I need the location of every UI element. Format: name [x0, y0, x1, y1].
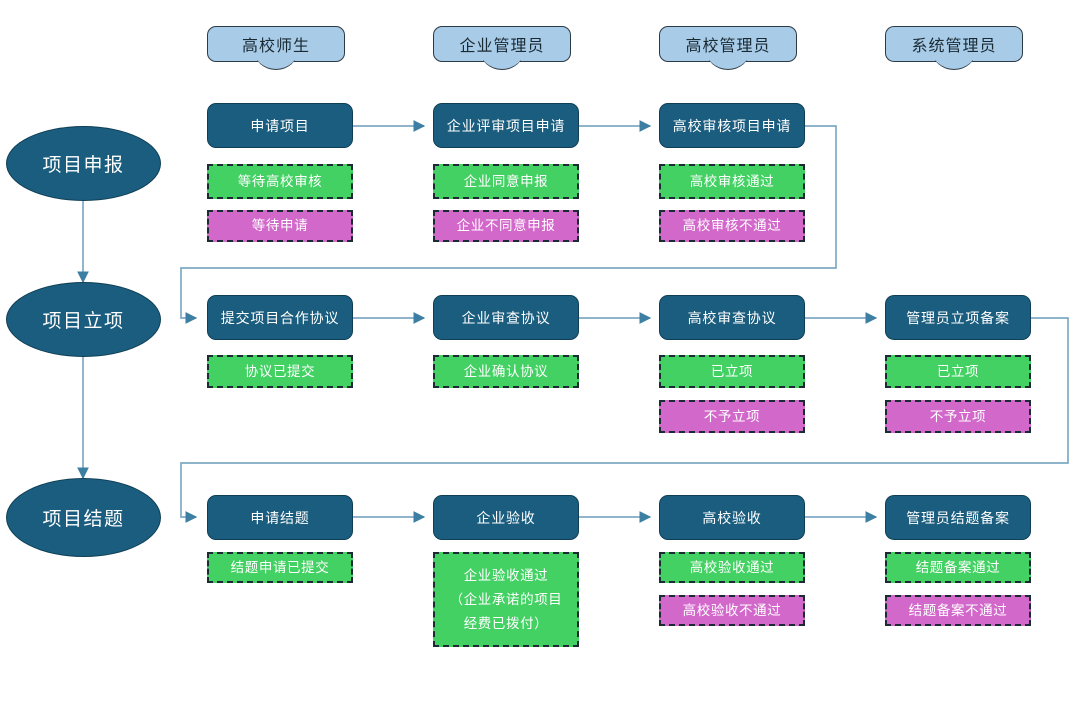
status-chip-label: 企业不同意申报 — [456, 218, 556, 234]
status-chip-conclusion-record-fail: 结题备案不通过 — [885, 595, 1031, 626]
process-box-label: 高校审核项目申请 — [672, 118, 792, 135]
status-chip-label-line3: 经费已拨付） — [463, 615, 549, 632]
status-chip-label: 已立项 — [710, 363, 754, 380]
role-badge-university-admin: 高校管理员 — [659, 26, 797, 62]
status-chip-label-line1: 企业验收通过 — [463, 567, 549, 584]
status-chip-not-initiated-admin: 不予立项 — [885, 400, 1031, 433]
process-box-label: 企业验收 — [476, 510, 536, 527]
process-box-enterprise-review-application[interactable]: 企业评审项目申请 — [433, 103, 579, 148]
status-chip-label: 结题备案不通过 — [908, 602, 1008, 619]
process-box-university-audit-application[interactable]: 高校审核项目申请 — [659, 103, 805, 148]
process-box-label: 申请项目 — [250, 118, 310, 135]
status-chip-label: 企业确认协议 — [463, 363, 549, 380]
status-chip-enterprise-acceptance-passed: 企业验收通过 （企业承诺的项目 经费已拨付） — [433, 552, 579, 647]
process-box-label: 管理员立项备案 — [906, 310, 1010, 327]
speech-tail-icon — [256, 60, 296, 72]
status-chip-initiated-admin: 已立项 — [885, 355, 1031, 388]
status-chip-university-acceptance-pass: 高校验收通过 — [659, 552, 805, 583]
process-box-enterprise-acceptance[interactable]: 企业验收 — [433, 495, 579, 540]
process-box-apply-project[interactable]: 申请项目 — [207, 103, 353, 148]
process-box-university-acceptance[interactable]: 高校验收 — [659, 495, 805, 540]
status-chip-conclusion-record-pass: 结题备案通过 — [885, 552, 1031, 583]
stage-ellipse-project-application: 项目申报 — [6, 126, 161, 201]
status-chip-label: 高校审核不通过 — [682, 218, 782, 234]
process-box-admin-initiation-record[interactable]: 管理员立项备案 — [885, 295, 1031, 340]
process-box-label: 高校验收 — [702, 510, 762, 527]
status-chip-agreement-submitted: 协议已提交 — [207, 355, 353, 388]
role-badge-label: 系统管理员 — [911, 36, 997, 55]
process-box-submit-cooperation-agreement[interactable]: 提交项目合作协议 — [207, 295, 353, 340]
status-chip-label: 企业同意申报 — [463, 173, 549, 190]
process-box-enterprise-review-agreement[interactable]: 企业审查协议 — [433, 295, 579, 340]
status-chip-university-acceptance-fail: 高校验收不通过 — [659, 595, 805, 626]
role-badge-label: 高校师生 — [241, 36, 310, 55]
process-box-label: 企业评审项目申请 — [446, 118, 566, 135]
process-box-label: 申请结题 — [250, 510, 310, 527]
stage-label: 项目申报 — [42, 154, 125, 176]
role-badge-high-school-staff: 高校师生 — [207, 26, 345, 62]
status-chip-label: 结题备案通过 — [915, 559, 1001, 576]
speech-tail-icon — [482, 60, 522, 72]
status-chip-initiated-university: 已立项 — [659, 355, 805, 388]
status-chip-label-line2: （企业承诺的项目 — [449, 591, 563, 608]
process-box-label: 企业审查协议 — [461, 310, 551, 327]
status-chip-label: 不予立项 — [703, 408, 761, 425]
role-badge-label: 企业管理员 — [459, 36, 545, 55]
role-badge-label: 高校管理员 — [685, 36, 771, 55]
status-chip-await-application: 等待申请 — [207, 210, 353, 242]
status-chip-label: 协议已提交 — [244, 363, 316, 380]
status-chip-enterprise-agree: 企业同意申报 — [433, 164, 579, 199]
stage-label: 项目结题 — [42, 508, 125, 530]
status-chip-label: 结题申请已提交 — [230, 559, 330, 576]
status-chip-label: 等待高校审核 — [237, 173, 323, 190]
status-chip-not-initiated-university: 不予立项 — [659, 400, 805, 433]
stage-ellipse-project-initiation: 项目立项 — [6, 282, 161, 357]
role-badge-enterprise-admin: 企业管理员 — [433, 26, 571, 62]
status-chip-label: 高校验收不通过 — [682, 602, 782, 619]
status-chip-await-university-audit: 等待高校审核 — [207, 164, 353, 199]
role-badge-system-admin: 系统管理员 — [885, 26, 1023, 62]
status-chip-university-audit-fail: 高校审核不通过 — [659, 210, 805, 242]
process-box-label: 提交项目合作协议 — [220, 310, 340, 327]
status-chip-university-audit-pass: 高校审核通过 — [659, 164, 805, 199]
process-box-apply-conclusion[interactable]: 申请结题 — [207, 495, 353, 540]
process-box-label: 管理员结题备案 — [906, 510, 1010, 527]
process-box-university-review-agreement[interactable]: 高校审查协议 — [659, 295, 805, 340]
stage-ellipse-project-conclusion: 项目结题 — [6, 478, 161, 557]
process-box-label: 高校审查协议 — [687, 310, 777, 327]
process-box-admin-conclusion-record[interactable]: 管理员结题备案 — [885, 495, 1031, 540]
status-chip-label: 不予立项 — [929, 408, 987, 425]
status-chip-label: 高校验收通过 — [689, 559, 775, 576]
stage-label: 项目立项 — [42, 310, 125, 332]
status-chip-enterprise-confirm-agreement: 企业确认协议 — [433, 355, 579, 388]
status-chip-enterprise-disagree: 企业不同意申报 — [433, 210, 579, 242]
speech-tail-icon — [708, 60, 748, 72]
status-chip-conclusion-request-submitted: 结题申请已提交 — [207, 552, 353, 583]
status-chip-label: 高校审核通过 — [689, 173, 775, 190]
status-chip-label: 已立项 — [936, 363, 980, 380]
speech-tail-icon — [934, 60, 974, 72]
status-chip-label: 等待申请 — [251, 218, 309, 234]
